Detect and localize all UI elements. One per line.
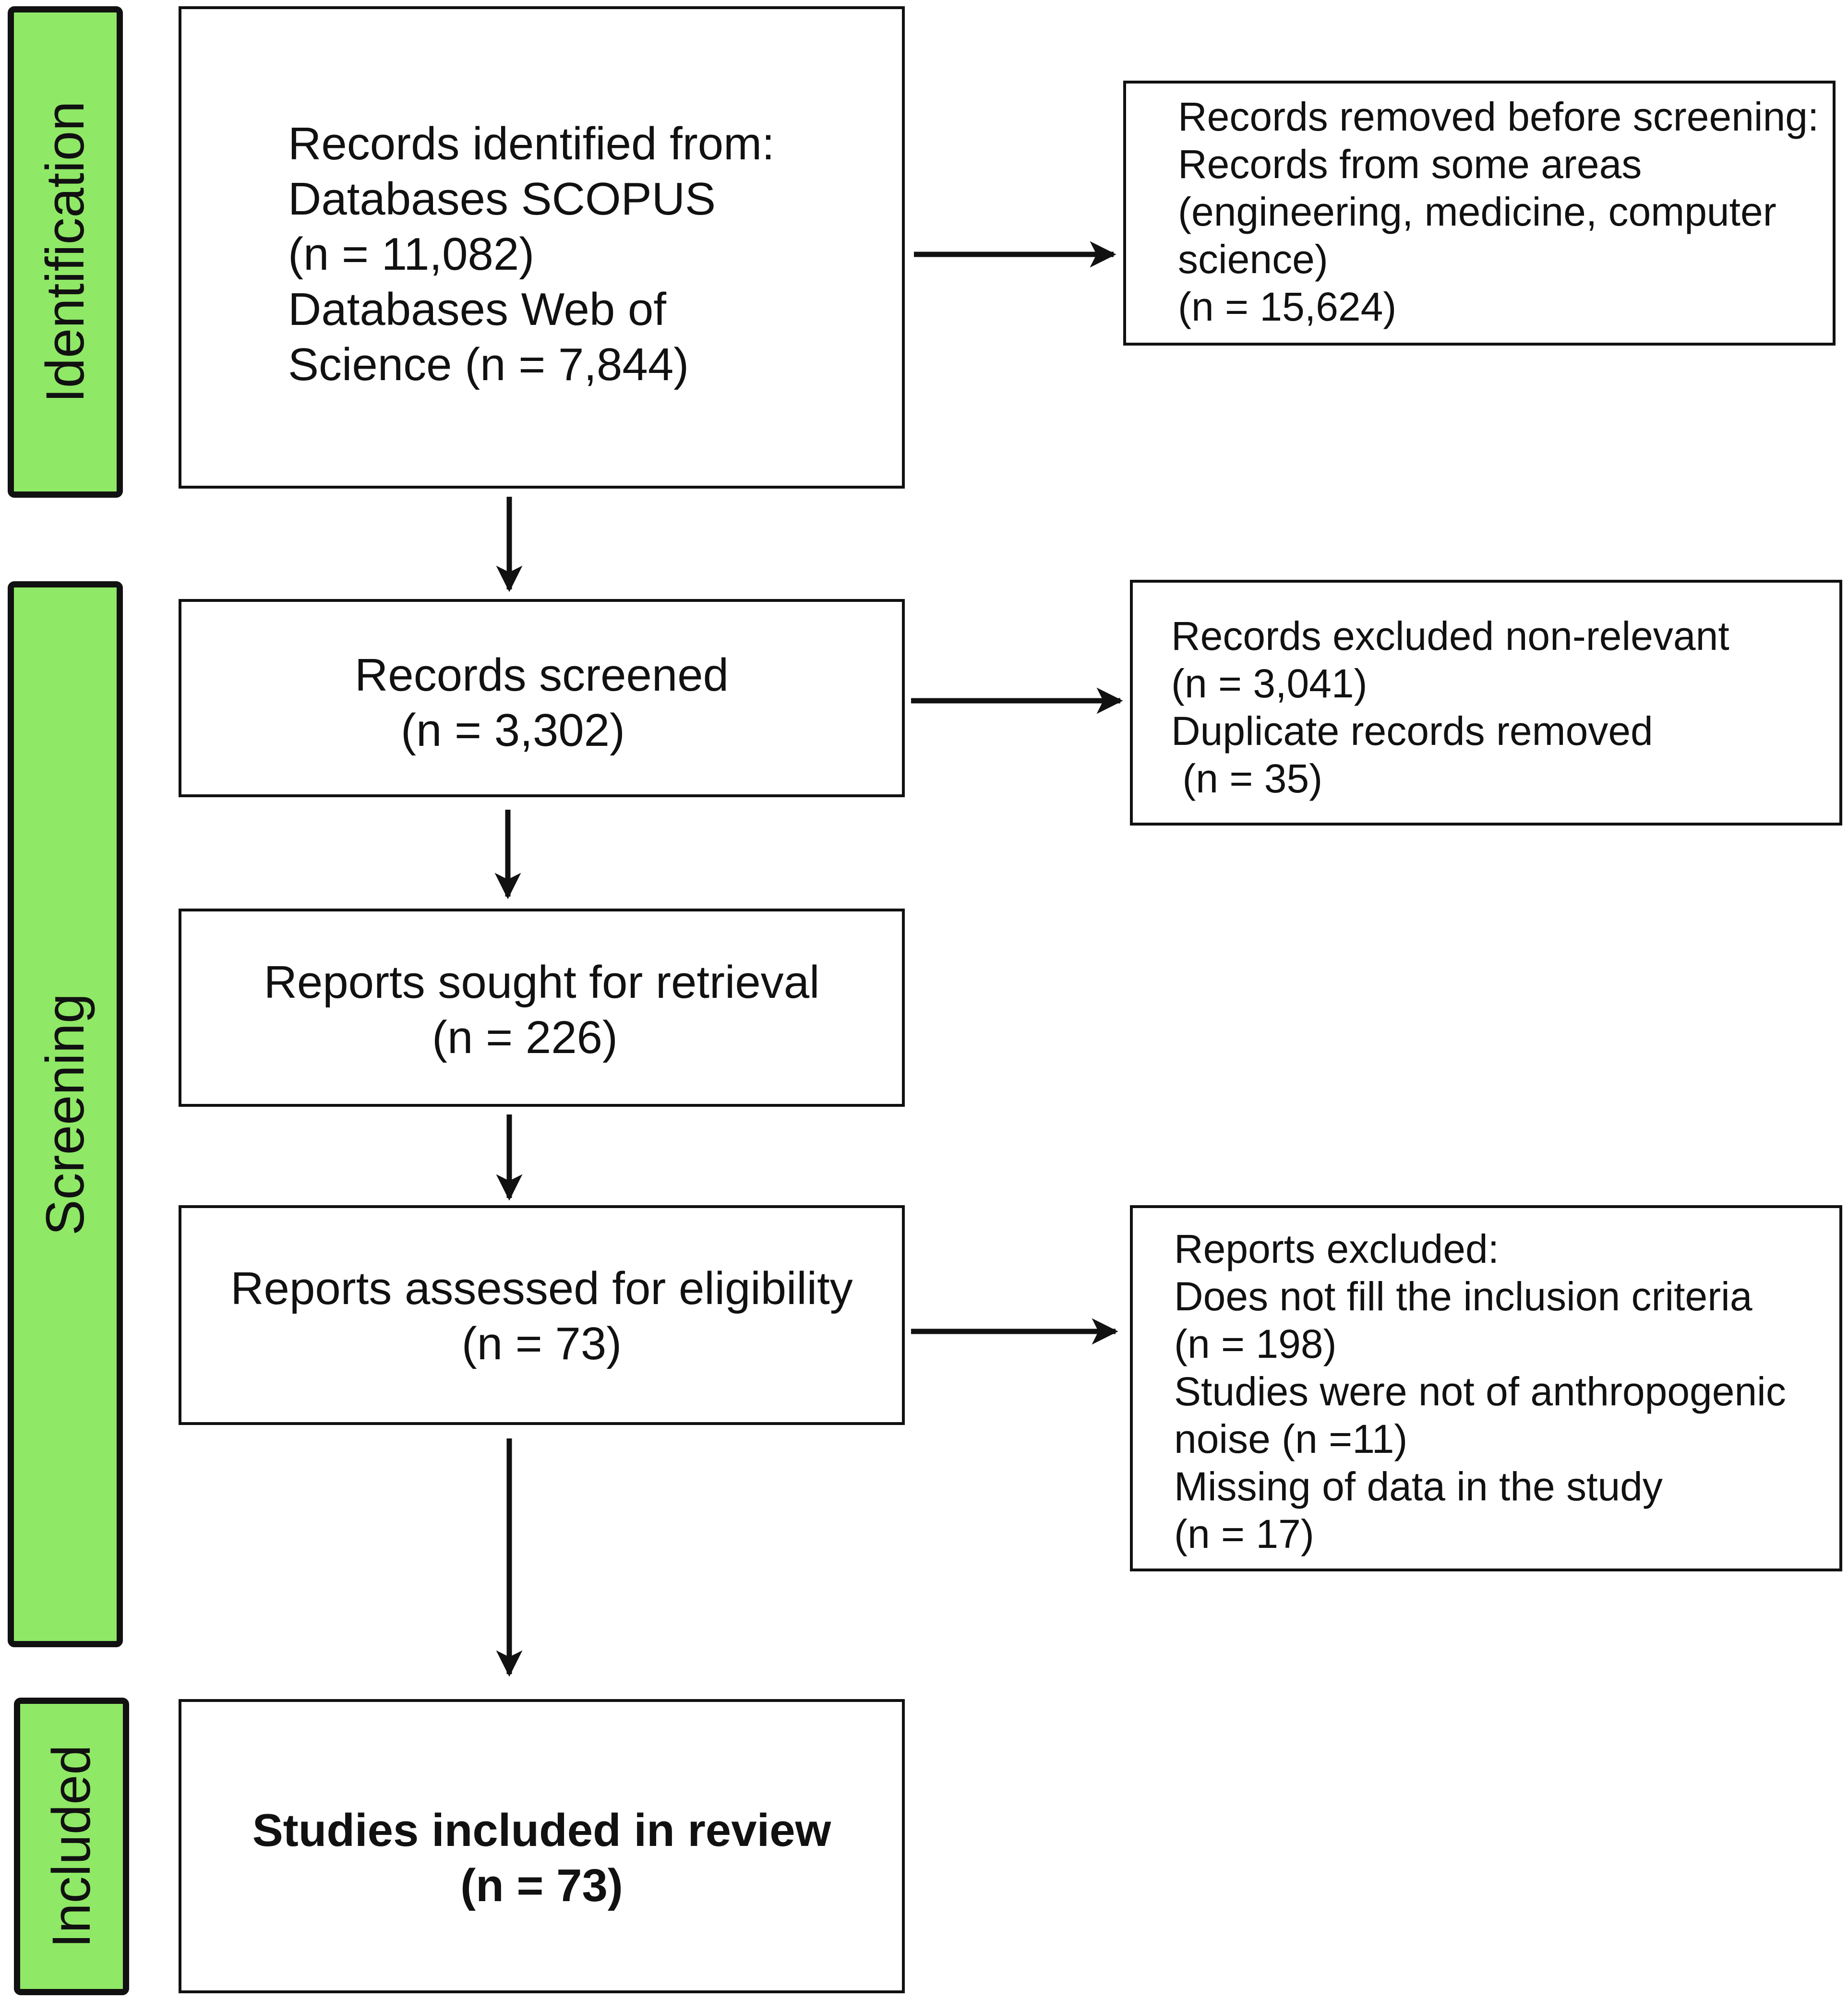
- records-identified-box: Records identified from: Databases SCOPU…: [179, 6, 905, 489]
- phase-label-identification: Identification: [35, 101, 95, 403]
- records-removed-text: Records removed before screening: Record…: [1178, 93, 1819, 331]
- records-excluded-line: (n = 35): [1171, 756, 1323, 801]
- records-removed-line: (engineering, medicine, computer: [1178, 189, 1776, 234]
- records-identified-line: Science (n = 7,844): [288, 339, 689, 390]
- studies-included-text: Studies included in review (n = 73): [181, 1803, 902, 1913]
- reports-excluded-line: (n = 17): [1174, 1511, 1314, 1557]
- records-screened-line: Records screened: [354, 649, 729, 701]
- reports-excluded-line: Reports excluded:: [1174, 1226, 1500, 1271]
- reports-sought-line: (n = 226): [432, 1012, 618, 1063]
- records-identified-line: Databases SCOPUS: [288, 173, 716, 225]
- reports-excluded-line: Does not fill the inclusion criteria: [1174, 1274, 1752, 1319]
- phase-included: Included: [14, 1698, 129, 1995]
- reports-assessed-text: Reports assessed for eligibility (n = 73…: [181, 1261, 902, 1371]
- records-excluded-box: Records excluded non-relevant (n = 3,041…: [1130, 580, 1842, 826]
- phase-label-screening: Screening: [35, 993, 95, 1235]
- records-excluded-text: Records excluded non-relevant (n = 3,041…: [1171, 612, 1729, 802]
- records-identified-text: Records identified from: Databases SCOPU…: [288, 116, 775, 392]
- records-screened-box: Records screened (n = 3,302): [179, 599, 905, 797]
- reports-sought-text: Reports sought for retrieval (n = 226): [181, 955, 902, 1065]
- reports-excluded-box: Reports excluded: Does not fill the incl…: [1130, 1205, 1842, 1571]
- reports-sought-box: Reports sought for retrieval (n = 226): [179, 909, 905, 1107]
- reports-sought-line: Reports sought for retrieval: [264, 957, 820, 1008]
- records-identified-line: (n = 11,082): [288, 228, 535, 280]
- records-screened-text: Records screened (n = 3,302): [181, 647, 902, 758]
- reports-excluded-line: Studies were not of anthropogenic: [1174, 1369, 1786, 1414]
- studies-included-line: (n = 73): [460, 1860, 623, 1911]
- records-excluded-line: Duplicate records removed: [1171, 708, 1653, 754]
- records-removed-line: Records from some areas: [1178, 142, 1642, 187]
- reports-assessed-box: Reports assessed for eligibility (n = 73…: [179, 1205, 905, 1425]
- phase-screening: Screening: [8, 581, 123, 1647]
- records-screened-line: (n = 3,302): [401, 705, 625, 756]
- records-removed-line: (n = 15,624): [1178, 284, 1397, 329]
- reports-excluded-line: Missing of data in the study: [1174, 1464, 1663, 1509]
- reports-excluded-text: Reports excluded: Does not fill the incl…: [1174, 1225, 1786, 1558]
- records-identified-line: Databases Web of: [288, 284, 667, 335]
- reports-excluded-line: noise (n =11): [1174, 1416, 1408, 1461]
- reports-assessed-line: Reports assessed for eligibility: [230, 1263, 853, 1314]
- records-removed-box: Records removed before screening: Record…: [1123, 81, 1836, 346]
- reports-assessed-line: (n = 73): [461, 1318, 622, 1369]
- studies-included-line: Studies included in review: [252, 1805, 831, 1856]
- records-excluded-line: Records excluded non-relevant: [1171, 613, 1729, 659]
- phase-identification: Identification: [8, 6, 123, 498]
- phase-label-included: Included: [41, 1745, 101, 1948]
- records-removed-line: Records removed before screening:: [1178, 94, 1819, 139]
- reports-excluded-line: (n = 198): [1174, 1321, 1337, 1366]
- studies-included-box: Studies included in review (n = 73): [179, 1699, 905, 1993]
- records-removed-line: science): [1178, 237, 1328, 282]
- records-excluded-line: (n = 3,041): [1171, 661, 1368, 706]
- records-identified-line: Records identified from:: [288, 118, 775, 169]
